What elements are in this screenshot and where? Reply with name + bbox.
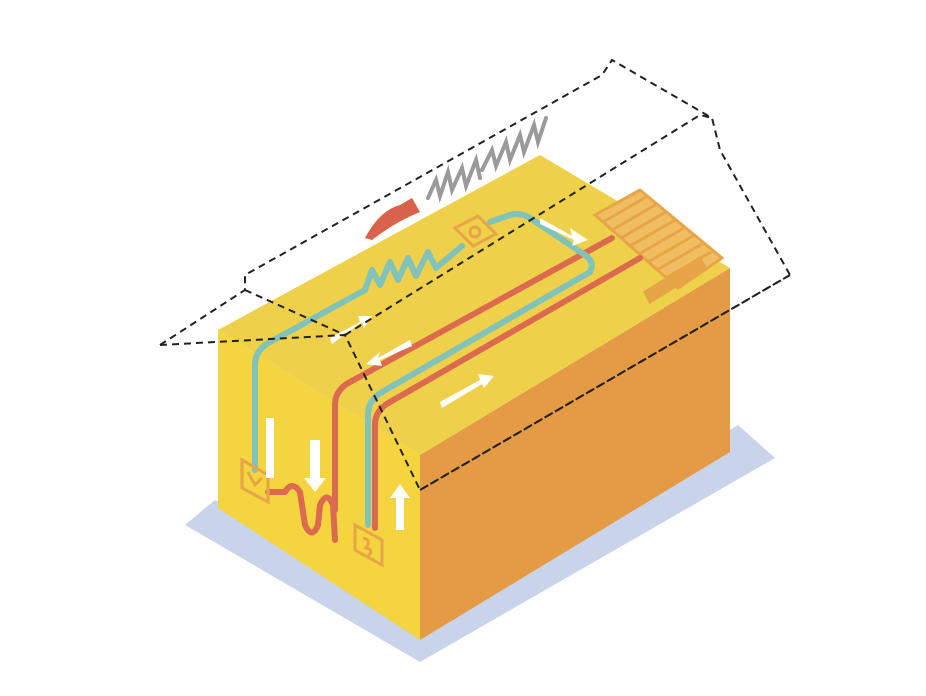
- dashed-roof-outline: [159, 58, 791, 492]
- rooftop-vegetation: [426, 116, 548, 204]
- solar-panel: [592, 188, 725, 305]
- box-right-face: [420, 268, 730, 640]
- red-pipes: [265, 235, 643, 543]
- ground-shadow: [185, 425, 775, 662]
- symbol-bottom-right: [353, 522, 384, 568]
- airflow-arrows: [266, 218, 588, 530]
- box-top-face: [218, 155, 730, 455]
- teal-pipe-1: [252, 243, 465, 473]
- red-roof-element: [365, 198, 420, 240]
- teal-pipe-2: [365, 211, 595, 528]
- red-wiggle-pipe: [265, 483, 338, 543]
- symbol-bottom-left: [240, 457, 270, 505]
- teal-pipes: [252, 211, 595, 528]
- red-pipe-1: [332, 235, 615, 513]
- system-symbols: [240, 214, 499, 568]
- symbol-top: [452, 214, 499, 248]
- red-pipe-2: [372, 255, 643, 531]
